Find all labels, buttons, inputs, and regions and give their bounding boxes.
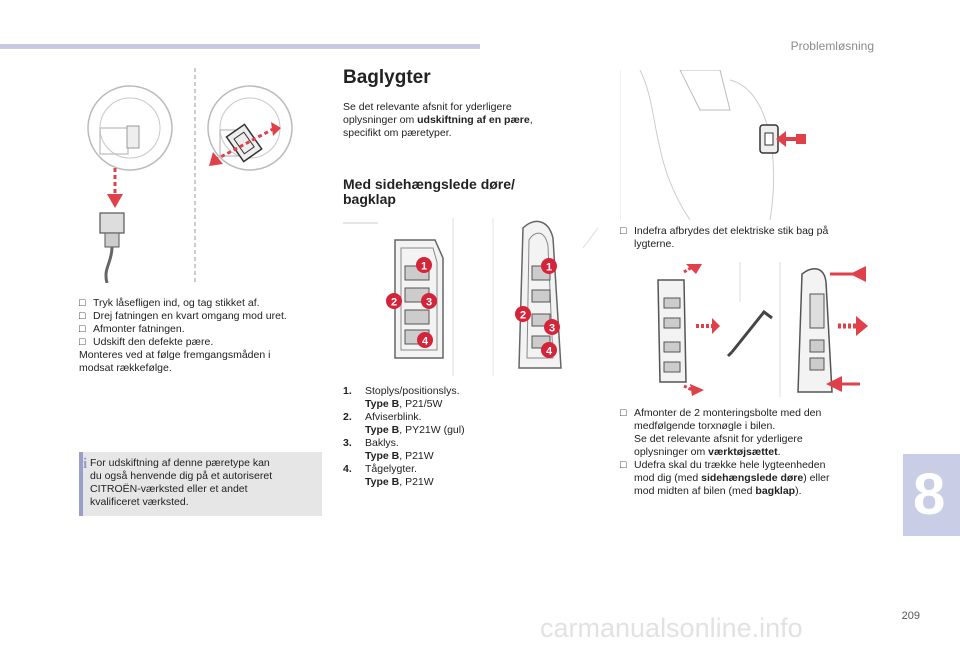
list-item: □Indefra afbrydes det elektriske stik ba… — [620, 225, 829, 250]
removal-steps: □ Afmonter de 2 monteringsbolte med den … — [620, 407, 885, 498]
connector-location-illustration — [620, 70, 806, 220]
tail-lamp-illustration: 1 2 3 4 1 2 3 4 — [343, 218, 599, 376]
callout-1-right: 1 — [541, 258, 557, 274]
callout-4-right: 4 — [541, 342, 557, 358]
list-item: 3. Baklys.Type B, P21W — [343, 437, 434, 462]
list-item: □Afmonter fatningen. — [79, 323, 185, 335]
lamp-list: 1. Stoplys/positionslys.Type B, P21/5W 2… — [343, 385, 583, 489]
lamp-removal-illustration — [657, 262, 868, 397]
callout-1-left: 1 — [416, 257, 432, 273]
chapter-tab — [903, 454, 960, 536]
callout-4-left: 4 — [417, 332, 433, 348]
callout-3-left: 3 — [421, 293, 437, 309]
info-icon: i — [83, 456, 88, 472]
info-text: For udskiftning af denne pæretype kan du… — [90, 457, 273, 508]
intro-paragraph: Se det relevante afsnit for yderligere o… — [343, 101, 533, 139]
watermark: carmanualsonline.info — [540, 613, 803, 643]
disconnect-step: □Indefra afbrydes det elektriske stik ba… — [620, 225, 880, 251]
page-number: 209 — [901, 610, 920, 622]
callout-label: 2 — [391, 297, 397, 309]
list-item: □Tryk låsefligen ind, og tag stikket af. — [79, 297, 260, 309]
chapter-number: 8 — [913, 462, 946, 527]
reassembly-note-cont: modsat rækkefølge. — [79, 362, 172, 374]
callout-2-left: 2 — [386, 293, 402, 309]
toolkit-link: værktøjsættet — [708, 446, 778, 458]
callout-2-right: 2 — [515, 306, 531, 322]
list-item: 4. Tågelygter.Type B, P21W — [343, 463, 434, 488]
header-accent-bar — [0, 44, 480, 49]
callout-label: 3 — [549, 323, 555, 335]
info-box: i For udskiftning af denne pæretype kan … — [79, 452, 322, 516]
callout-label: 4 — [546, 346, 553, 358]
subtitle: Med sidehængslede døre/ bagklap — [343, 176, 515, 207]
list-item: □ Udefra skal du trække hele lygteenhede… — [620, 459, 830, 497]
list-item: □Udskift den defekte pære. — [79, 336, 214, 348]
callout-label: 1 — [546, 262, 552, 274]
callout-label: 1 — [421, 261, 427, 273]
page-title: Baglygter — [343, 67, 431, 88]
callout-label: 3 — [426, 297, 432, 309]
list-item: 2. Afviserblink.Type B, PY21W (gul) — [343, 411, 465, 436]
reassembly-note: Monteres ved at følge fremgangsmåden i — [79, 349, 271, 361]
intro-bold-link: udskiftning af en pære — [417, 114, 530, 126]
list-item: □ Afmonter de 2 monteringsbolte med den … — [620, 407, 822, 458]
info-box-bar — [79, 452, 83, 516]
callout-3-right: 3 — [544, 319, 560, 335]
callout-label: 4 — [422, 336, 429, 348]
list-item: 1. Stoplys/positionslys.Type B, P21/5W — [343, 385, 460, 410]
list-item: □Drej fatningen en kvart omgang mod uret… — [79, 310, 287, 322]
callout-label: 2 — [520, 310, 526, 322]
fog-lamp-bulb-illustration — [87, 68, 293, 283]
section-title: Problemløsning — [790, 39, 874, 53]
bulb-replacement-steps: □Tryk låsefligen ind, og tag stikket af.… — [79, 297, 329, 375]
